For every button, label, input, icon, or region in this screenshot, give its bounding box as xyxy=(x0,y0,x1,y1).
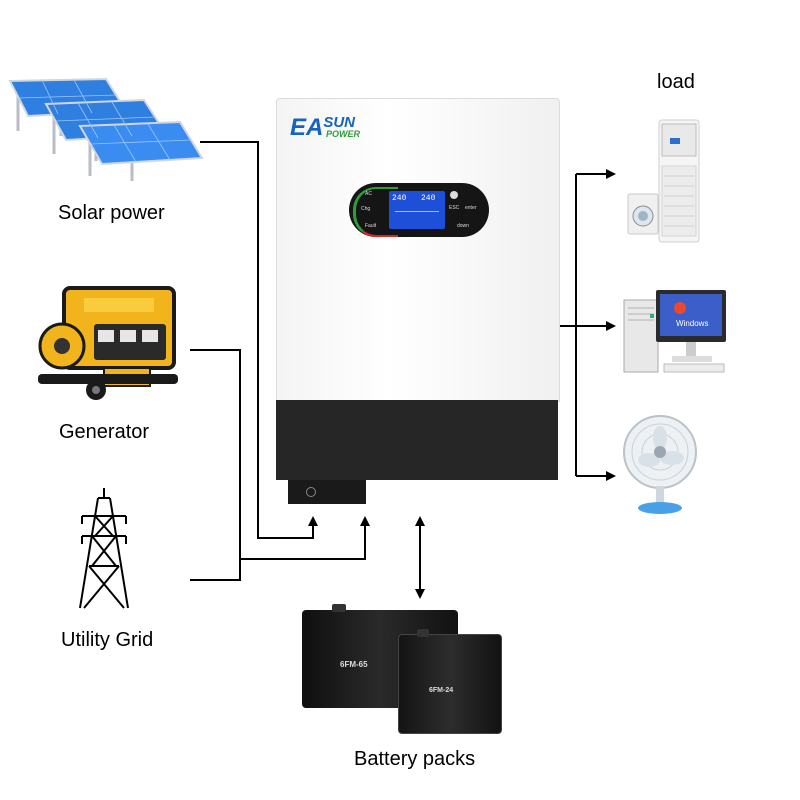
computer-icon: Windows xyxy=(623,290,726,373)
inverter-connector-box xyxy=(288,480,366,504)
button-down[interactable]: down xyxy=(457,223,469,229)
lcd-icons xyxy=(395,211,439,222)
brand-ea: EA xyxy=(290,114,324,141)
brand-sun: SUN xyxy=(323,114,356,131)
solar-power-label: Solar power xyxy=(58,202,165,224)
button-enter[interactable]: enter xyxy=(465,205,477,211)
status-ring xyxy=(353,187,398,237)
battery-small-terminal xyxy=(417,629,429,637)
lcd-left-value: 240 xyxy=(392,194,407,203)
battery-small: 6FM-24 xyxy=(398,629,502,734)
generator-label: Generator xyxy=(59,421,150,443)
button-esc[interactable]: ESC xyxy=(449,205,460,211)
battery-packs-label: Battery packs xyxy=(354,748,476,770)
battery-small-model: 6FM-24 xyxy=(429,687,454,694)
battery-large-model: 6FM-65 xyxy=(340,660,368,669)
pc-screen-text: Windows xyxy=(676,319,708,328)
battery-large-terminal xyxy=(332,604,346,612)
button-up[interactable] xyxy=(450,191,458,199)
indicator-fault: Fault xyxy=(365,223,377,229)
air-conditioner-icon xyxy=(627,119,700,243)
generator-icon xyxy=(38,286,178,400)
load-label: load xyxy=(657,71,695,93)
utility-grid-label: Utility Grid xyxy=(61,629,154,651)
solar-connection-line xyxy=(200,141,318,539)
solar-panel-icon xyxy=(8,77,204,181)
indicator-ac: AC xyxy=(365,191,372,197)
fan-icon xyxy=(623,415,697,514)
connector-port xyxy=(306,487,316,497)
utility-tower-icon xyxy=(79,488,129,609)
inverter-unit: EASUN POWER AC Chg Fault 240 240 ESC ent… xyxy=(276,98,560,504)
lcd-screen: 240 240 xyxy=(389,191,445,229)
brand-logo: EASUN POWER xyxy=(290,114,360,142)
inverter-body xyxy=(276,98,560,402)
inverter-base xyxy=(276,400,558,480)
brand-power: POWER xyxy=(326,129,361,139)
lcd-right-value: 240 xyxy=(421,194,436,203)
indicator-chg: Chg xyxy=(361,206,371,212)
grid-connection-line xyxy=(190,559,241,581)
control-panel: AC Chg Fault 240 240 ESC enter down xyxy=(349,183,489,237)
